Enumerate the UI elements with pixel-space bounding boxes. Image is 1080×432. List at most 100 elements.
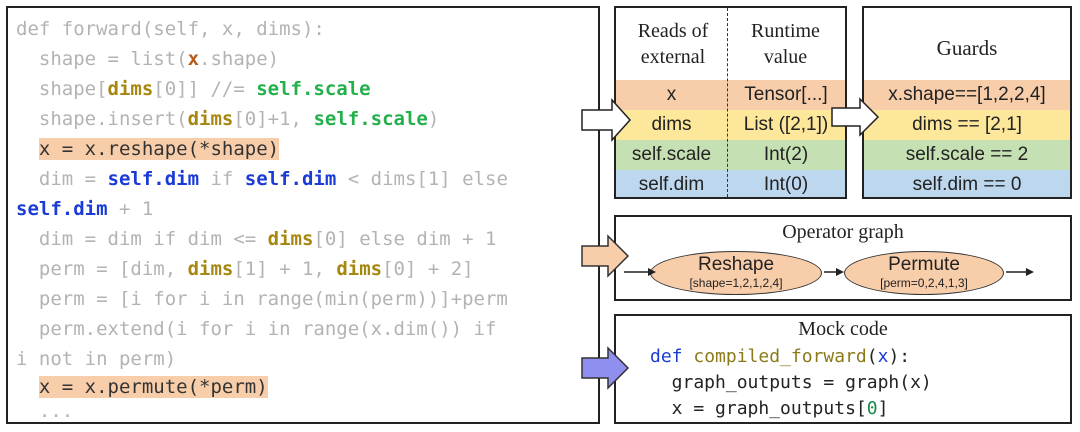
graph-node-reshape: Reshape [shape=1,2,1,2,4] xyxy=(650,251,822,295)
mock-line-assign: x = graph_outputs[0] xyxy=(650,396,889,422)
arrow-code-to-graph xyxy=(581,234,630,278)
function-arg: x xyxy=(877,346,889,367)
code-text: perm.extend(i for i in range(x.dim()) if xyxy=(16,318,497,340)
guard-item: self.dim == 0 xyxy=(864,170,1070,197)
code-text: perm = [i for i in range(min(perm))]+per… xyxy=(16,288,508,310)
var-self-dim: self.dim xyxy=(107,168,200,190)
reads-row-x: x Tensor[...] xyxy=(616,80,845,110)
code-text: ( xyxy=(866,346,878,367)
code-line-perm-prefix: perm = [i for i in range(min(perm))]+per… xyxy=(16,284,508,314)
code-text: ) xyxy=(427,108,440,130)
node-attr: [shape=1,2,1,2,4] xyxy=(689,276,783,290)
keyword-def: def xyxy=(650,346,683,367)
reads-row-dims: dims List ([2,1]) xyxy=(616,110,845,140)
arrow-code-to-mock xyxy=(581,346,630,390)
code-line-scale-div: shape[dims[0]] //= self.scale xyxy=(16,74,371,104)
mock-code-panel: Mock code def compiled_forward(x): graph… xyxy=(614,314,1072,424)
code-text: if xyxy=(199,168,245,190)
code-text: shape.insert( xyxy=(16,108,188,130)
reads-row-self-scale: self.scale Int(2) xyxy=(616,140,845,170)
index-number: 0 xyxy=(866,398,878,419)
reads-value: Int(2) xyxy=(763,144,809,165)
var-x: x xyxy=(187,48,200,70)
node-name: Permute xyxy=(888,254,960,275)
code-text: .shape) xyxy=(199,48,280,70)
reads-name: x xyxy=(666,84,677,105)
var-self-dim: self.dim xyxy=(244,168,337,190)
code-line-perm-extend-cont: i not in perm) xyxy=(16,344,176,374)
code-text: ] xyxy=(877,398,889,419)
reads-value: Tensor[...] xyxy=(744,84,828,105)
node-name: Reshape xyxy=(697,254,775,275)
code-line-dim-cont: self.dim + 1 xyxy=(16,194,153,224)
guard-item: dims == [2,1] xyxy=(864,110,1070,140)
code-text: ): xyxy=(888,346,911,367)
source-code-panel: def forward(self, x, dims): shape = list… xyxy=(6,6,600,424)
code-text: ... xyxy=(16,400,74,422)
var-self-scale: self.scale xyxy=(313,108,428,130)
code-text: [0] else dim + 1 xyxy=(313,228,497,250)
var-dims: dims xyxy=(336,258,383,280)
code-text: i not in perm) xyxy=(16,348,177,370)
reads-row-self-dim: self.dim Int(0) xyxy=(616,170,845,197)
reads-value: List ([2,1]) xyxy=(743,114,829,135)
var-dims: dims xyxy=(107,78,154,100)
guards-title: Guards xyxy=(936,36,998,60)
guards-panel: Guards x.shape==[1,2,2,4] dims == [2,1] … xyxy=(862,6,1072,199)
reads-name: dims xyxy=(651,114,692,135)
graph-edge-out-head xyxy=(1026,268,1034,276)
code-text: shape = list( xyxy=(16,48,188,70)
arrow-reads-to-guards xyxy=(831,97,880,137)
node-attr: [perm=0,2,4,1,3] xyxy=(880,276,968,290)
reads-name: self.scale xyxy=(631,144,712,165)
code-text: perm = [dim, xyxy=(16,258,188,280)
reads-header-left: Reads of external xyxy=(637,20,709,68)
code-line-shape: shape = list(x.shape) xyxy=(16,44,279,74)
mock-code-title: Mock code xyxy=(798,318,888,340)
code-line-permute: x = x.permute(*perm) xyxy=(16,372,268,402)
code-line-perm-extend: perm.extend(i for i in range(x.dim()) if xyxy=(16,314,497,344)
graph-edge-mid-head xyxy=(836,268,844,276)
code-text: [0] + 2] xyxy=(382,258,474,280)
arrow-code-to-reads xyxy=(581,98,632,142)
reads-header-right: Runtime value xyxy=(751,20,820,68)
permute-highlight: x = x.permute(*perm) xyxy=(38,376,268,398)
operator-graph-panel: Operator graph Reshape [shape=1,2,1,2,4]… xyxy=(614,215,1072,301)
code-text: shape[ xyxy=(16,78,108,100)
var-self-scale: self.scale xyxy=(256,78,371,100)
code-text: [0]+1, xyxy=(233,108,314,130)
code-line-def: def forward(self, x, dims): xyxy=(16,14,325,44)
code-text: [1] + 1, xyxy=(233,258,337,280)
function-name: compiled_forward xyxy=(693,346,867,367)
code-line-dim-adjust: dim = dim if dim <= dims[0] else dim + 1 xyxy=(16,224,497,254)
var-dims: dims xyxy=(267,228,314,250)
code-line-dim-cond: dim = self.dim if self.dim < dims[1] els… xyxy=(16,164,508,194)
graph-node-permute: Permute [perm=0,2,4,1,3] xyxy=(844,251,1004,295)
reads-name: self.dim xyxy=(638,174,705,195)
code-text: x = graph_outputs[ xyxy=(650,398,867,419)
code-text: dim = xyxy=(16,168,108,190)
reshape-highlight: x = x.reshape(*shape) xyxy=(38,138,280,160)
code-line-insert: shape.insert(dims[0]+1, self.scale) xyxy=(16,104,439,134)
code-line-reshape: x = x.reshape(*shape) xyxy=(16,134,280,164)
mock-line-graph-call: graph_outputs = graph(x) xyxy=(650,372,932,393)
column-divider xyxy=(727,8,728,197)
code-text: + 1 xyxy=(107,198,154,220)
code-line-ellipsis: ... xyxy=(16,396,73,426)
var-dims: dims xyxy=(187,108,234,130)
graph-edge-in-head xyxy=(648,268,656,276)
code-text: [0]] //= xyxy=(153,78,257,100)
var-dims: dims xyxy=(187,258,234,280)
mock-line-def: def compiled_forward(x): xyxy=(650,344,910,370)
guard-item: self.scale == 2 xyxy=(864,140,1070,170)
operator-graph-title: Operator graph xyxy=(782,221,904,243)
reads-table: Reads of external Runtime value x Tensor… xyxy=(614,6,847,199)
code-line-perm-init: perm = [dim, dims[1] + 1, dims[0] + 2] xyxy=(16,254,474,284)
var-self-dim: self.dim xyxy=(16,198,108,220)
code-text: < dims[1] else xyxy=(336,168,508,190)
code-text: dim = dim if dim <= xyxy=(16,228,268,250)
reads-value: Int(0) xyxy=(763,174,809,195)
code-text: def forward(self, x, dims): xyxy=(16,18,325,40)
guard-item: x.shape==[1,2,2,4] xyxy=(864,80,1070,110)
